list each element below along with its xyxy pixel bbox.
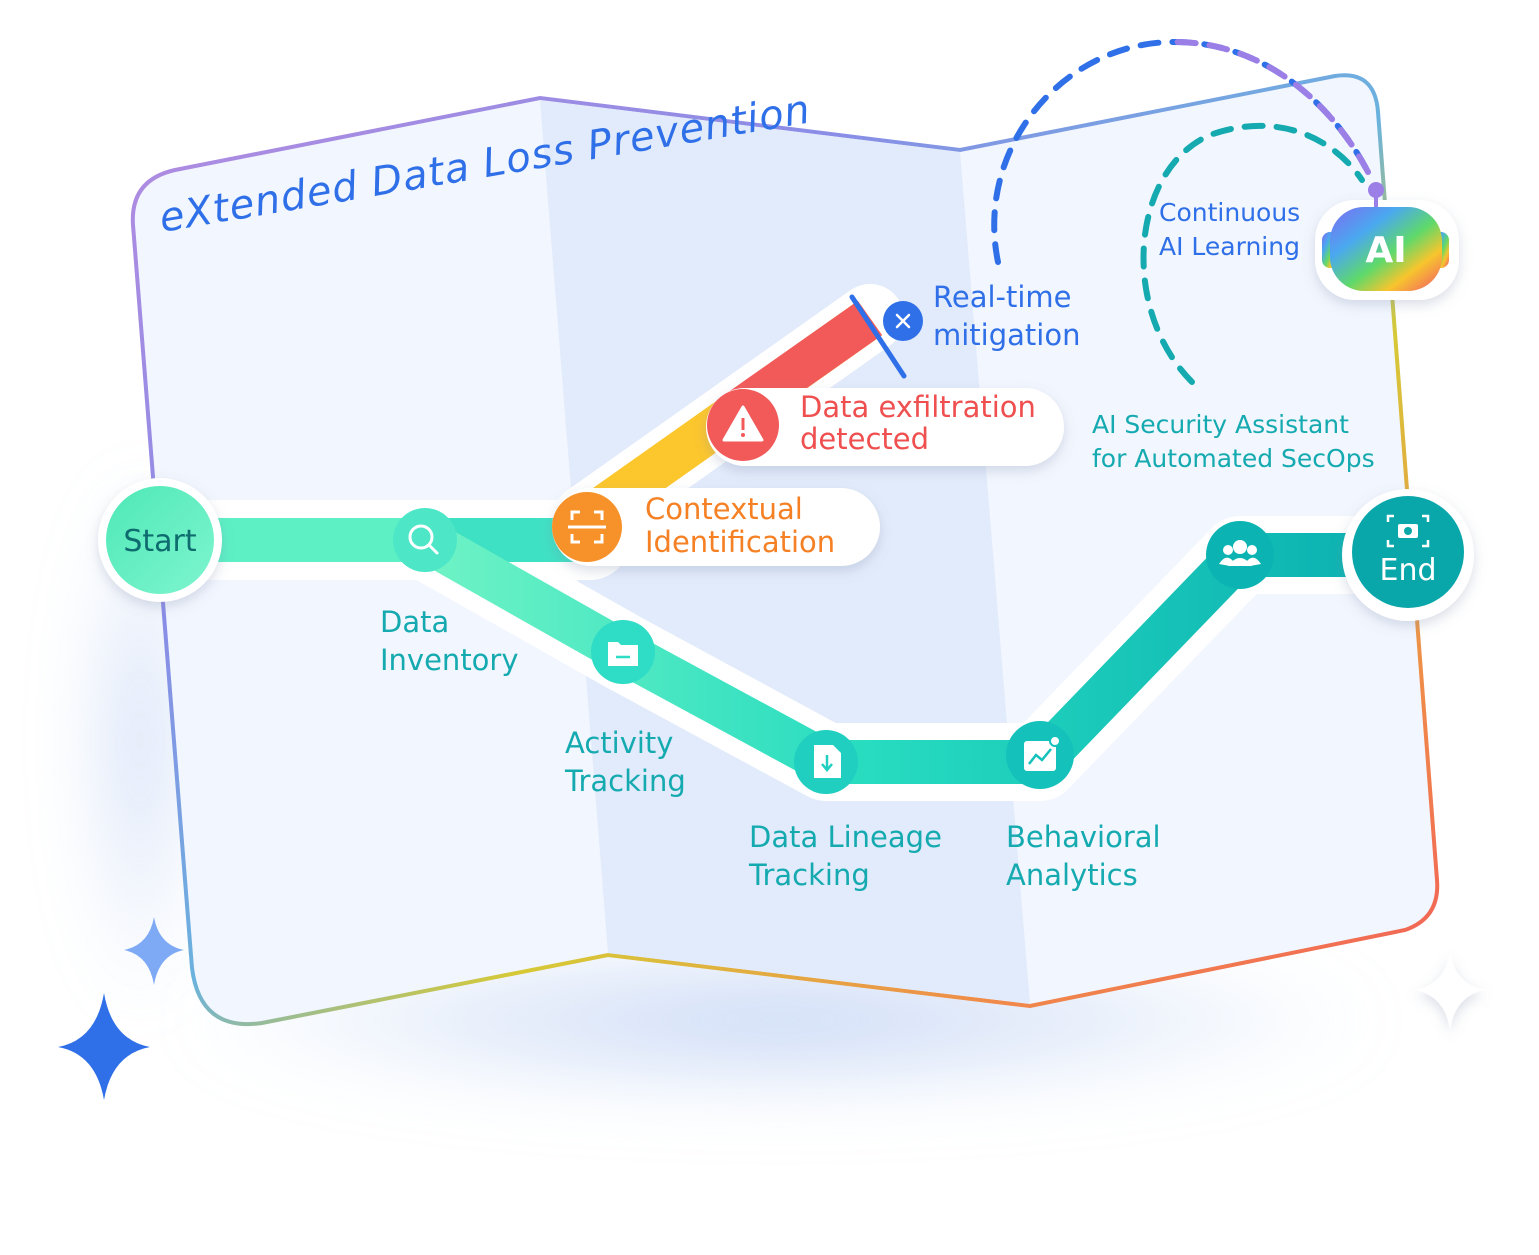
ai-learning-line2: AI Learning	[1159, 232, 1300, 261]
end-node[interactable]: End	[1342, 489, 1474, 621]
folder-icon	[608, 642, 638, 666]
step-label-line1: Activity	[565, 726, 674, 760]
mitigation-label: Real-time mitigation	[933, 278, 1080, 354]
sparkle-decorations	[58, 917, 1485, 1100]
step-node-users[interactable]	[1206, 521, 1274, 589]
exfiltration-line2: detected	[800, 422, 929, 456]
step-label-line2: Analytics	[1006, 858, 1138, 892]
mitigation-line1: Real-time	[933, 280, 1072, 314]
search-icon	[408, 524, 439, 555]
camera-scan-icon	[1386, 514, 1430, 548]
step-label-line1: Behavioral	[1006, 820, 1161, 854]
contextual-identification-callout[interactable]: Contextual Identification	[552, 488, 880, 566]
step-label-behavioral-analytics: Behavioral Analytics	[1006, 818, 1161, 894]
ai-badge[interactable]: AI	[1315, 182, 1459, 300]
step-label-data-lineage: Data Lineage Tracking	[749, 818, 942, 894]
step-label-line2: Inventory	[380, 643, 519, 677]
sparkle-large-blue	[58, 993, 150, 1100]
step-node-data-lineage[interactable]	[794, 730, 858, 794]
ai-learning-arcs	[991, 38, 1371, 385]
ai-assistant-line1: AI Security Assistant	[1092, 410, 1349, 439]
contextual-line2: Identification	[645, 525, 835, 559]
sparkle-white	[1415, 952, 1485, 1030]
end-label: End	[1379, 553, 1436, 588]
step-node-activity-tracking[interactable]	[591, 620, 655, 684]
ai-learning-line1: Continuous	[1159, 198, 1301, 227]
warning-icon	[722, 405, 764, 442]
start-node[interactable]: Start	[98, 478, 222, 602]
ai-badge-label: AI	[1365, 230, 1406, 271]
step-node-data-inventory[interactable]	[393, 508, 457, 572]
close-icon	[895, 313, 911, 329]
step-label-line2: Tracking	[749, 858, 870, 892]
file-download-icon	[814, 745, 841, 778]
start-label: Start	[123, 524, 197, 559]
step-label-line1: Data Lineage	[749, 820, 942, 854]
step-label-line1: Data	[380, 605, 450, 639]
mitigation-marker[interactable]	[883, 301, 923, 341]
ai-security-assistant-label: AI Security Assistant for Automated SecO…	[1092, 408, 1375, 476]
mitigation-line2: mitigation	[933, 318, 1081, 352]
sparkle-small-blue	[124, 917, 184, 985]
exfiltration-line1: Data exfiltration	[800, 390, 1036, 424]
contextual-line1: Contextual	[645, 492, 803, 526]
step-label-line2: Tracking	[565, 764, 686, 798]
scan-icon	[568, 510, 606, 544]
step-node-behavioral-analytics[interactable]	[1006, 721, 1074, 789]
data-exfiltration-callout[interactable]: Data exfiltration detected	[706, 388, 1064, 466]
users-icon	[1219, 540, 1261, 566]
trend-chart-icon	[1024, 735, 1061, 771]
step-label-activity-tracking: Activity Tracking	[565, 724, 686, 800]
step-label-data-inventory: Data Inventory	[380, 603, 519, 679]
continuous-ai-learning-label: Continuous AI Learning	[1159, 196, 1300, 264]
ai-assistant-line2: for Automated SecOps	[1092, 444, 1375, 473]
